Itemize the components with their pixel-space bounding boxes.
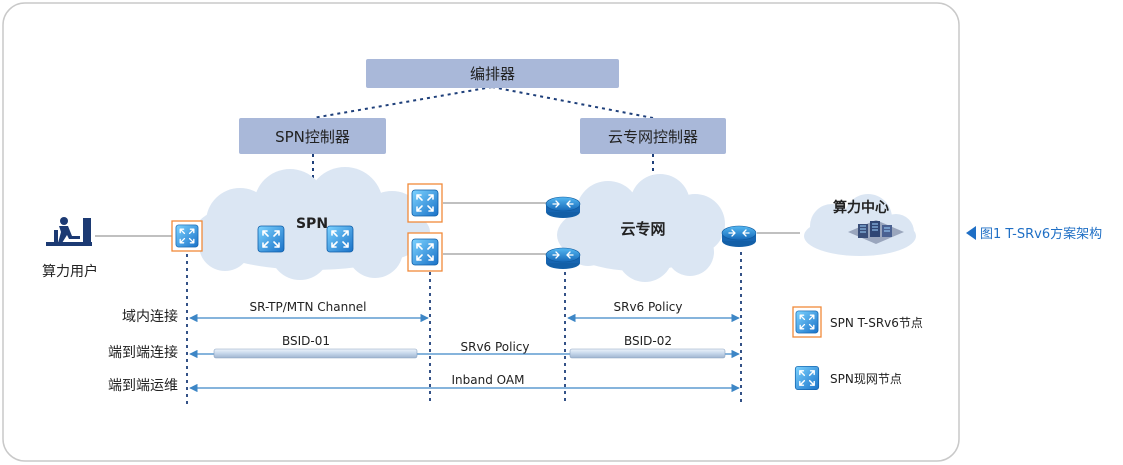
router-icon <box>721 225 757 248</box>
cloud-controller-box: 云专网控制器 <box>580 118 726 154</box>
orchestrator-box: 编排器 <box>366 59 619 88</box>
compute-user-label: 算力用户 <box>42 263 98 280</box>
t-srv6-node-edge-top <box>407 183 443 223</box>
cloud-net-label: 云专网 <box>620 220 665 238</box>
figure-caption: 图1 T-SRv6方案架构 <box>980 226 1102 242</box>
row-label-intra-domain: 域内连接 <box>122 308 178 325</box>
row-label-e2e-connection: 端到端连接 <box>108 344 178 361</box>
srv6-policy-mid-label: SRv6 Policy <box>460 340 529 354</box>
bsid-01-tunnel <box>213 348 418 359</box>
spn-controller-box: SPN控制器 <box>239 118 386 154</box>
legend-existing-node-label: SPN现网节点 <box>830 372 902 386</box>
bsid-02-tunnel <box>569 348 726 359</box>
data-center-icon <box>848 220 904 244</box>
spn-existing-node-right <box>326 225 354 253</box>
t-srv6-node-user-side <box>171 220 203 252</box>
outer-frame <box>2 2 960 462</box>
data-links <box>95 202 800 255</box>
router-icon <box>545 247 581 270</box>
boundary-markers <box>186 252 742 405</box>
t-srv6-node-edge-bottom <box>407 232 443 272</box>
compute-center-label: 算力中心 <box>833 199 889 216</box>
router-icon <box>545 196 581 219</box>
spn-existing-node-left <box>257 225 285 253</box>
bsid-02-label: BSID-02 <box>624 334 672 348</box>
row-label-e2e-oam: 端到端运维 <box>108 378 178 394</box>
srv6-policy-right-label: SRv6 Policy <box>613 300 682 314</box>
legend-t-srv6-node-label: SPN T-SRv6节点 <box>830 316 923 330</box>
inband-oam-label: Inband OAM <box>452 373 525 387</box>
user-workstation-icon <box>46 217 92 246</box>
cloud-controller-label: 云专网控制器 <box>608 128 698 146</box>
spn-cloud-label: SPN <box>296 216 328 232</box>
sr-tp-mtn-label: SR-TP/MTN Channel <box>249 300 366 314</box>
legend-t-srv6-node-icon <box>792 306 822 338</box>
spn-controller-label: SPN控制器 <box>275 128 350 146</box>
orchestrator-label: 编排器 <box>470 65 515 83</box>
caption-triangle-icon <box>966 226 976 240</box>
legend-existing-node-icon <box>794 365 820 391</box>
bsid-01-label: BSID-01 <box>282 334 330 348</box>
